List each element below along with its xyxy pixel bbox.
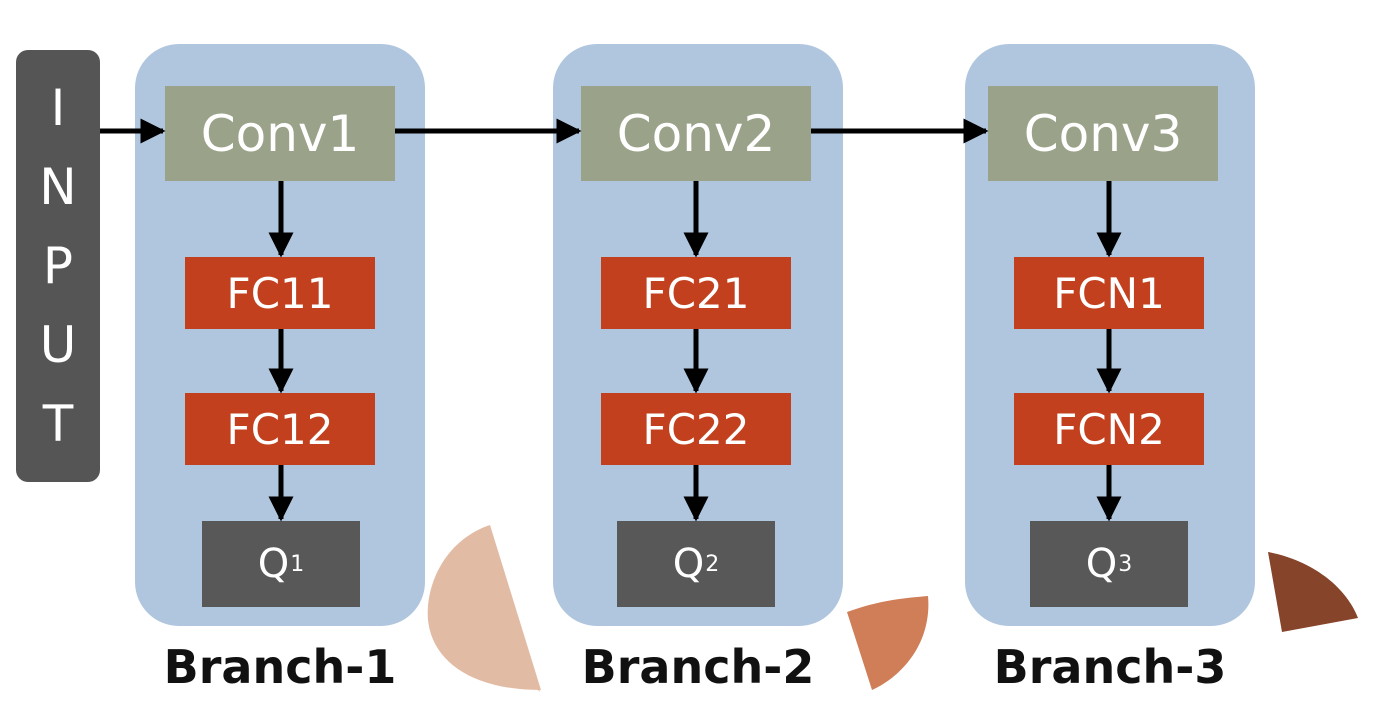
wedge-shape-1-fill [427,525,541,690]
q-subscript: 3 [1118,551,1133,577]
q-label: Q [1085,541,1118,587]
wedge-shape-3 [1268,552,1358,632]
input-letter: N [39,157,77,216]
q-subscript: 1 [290,551,305,577]
q-subscript: 2 [705,551,720,577]
input-letter: P [42,236,74,295]
fcn2-block: FCN2 [1014,393,1204,465]
fc21-block: FC21 [601,257,791,329]
q-label: Q [672,541,705,587]
conv3-block: Conv3 [988,86,1218,181]
fc11-block: FC11 [185,257,375,329]
fcn1-block: FCN1 [1014,257,1204,329]
input-letter: T [42,395,74,454]
fc12-block: FC12 [185,393,375,465]
branch-3-label: Branch-3 [993,640,1227,694]
q-label: Q [257,541,290,587]
branch-1-label: Branch-1 [163,640,397,694]
fc22-block: FC22 [601,393,791,465]
conv1-block: Conv1 [165,86,395,181]
branch-2-label: Branch-2 [581,640,815,694]
conv2-block: Conv2 [581,86,811,181]
wedge-shape-2 [847,596,929,690]
input-letter: I [50,78,66,137]
input-letter: U [39,316,77,375]
input-block: I N P U T [16,50,100,482]
